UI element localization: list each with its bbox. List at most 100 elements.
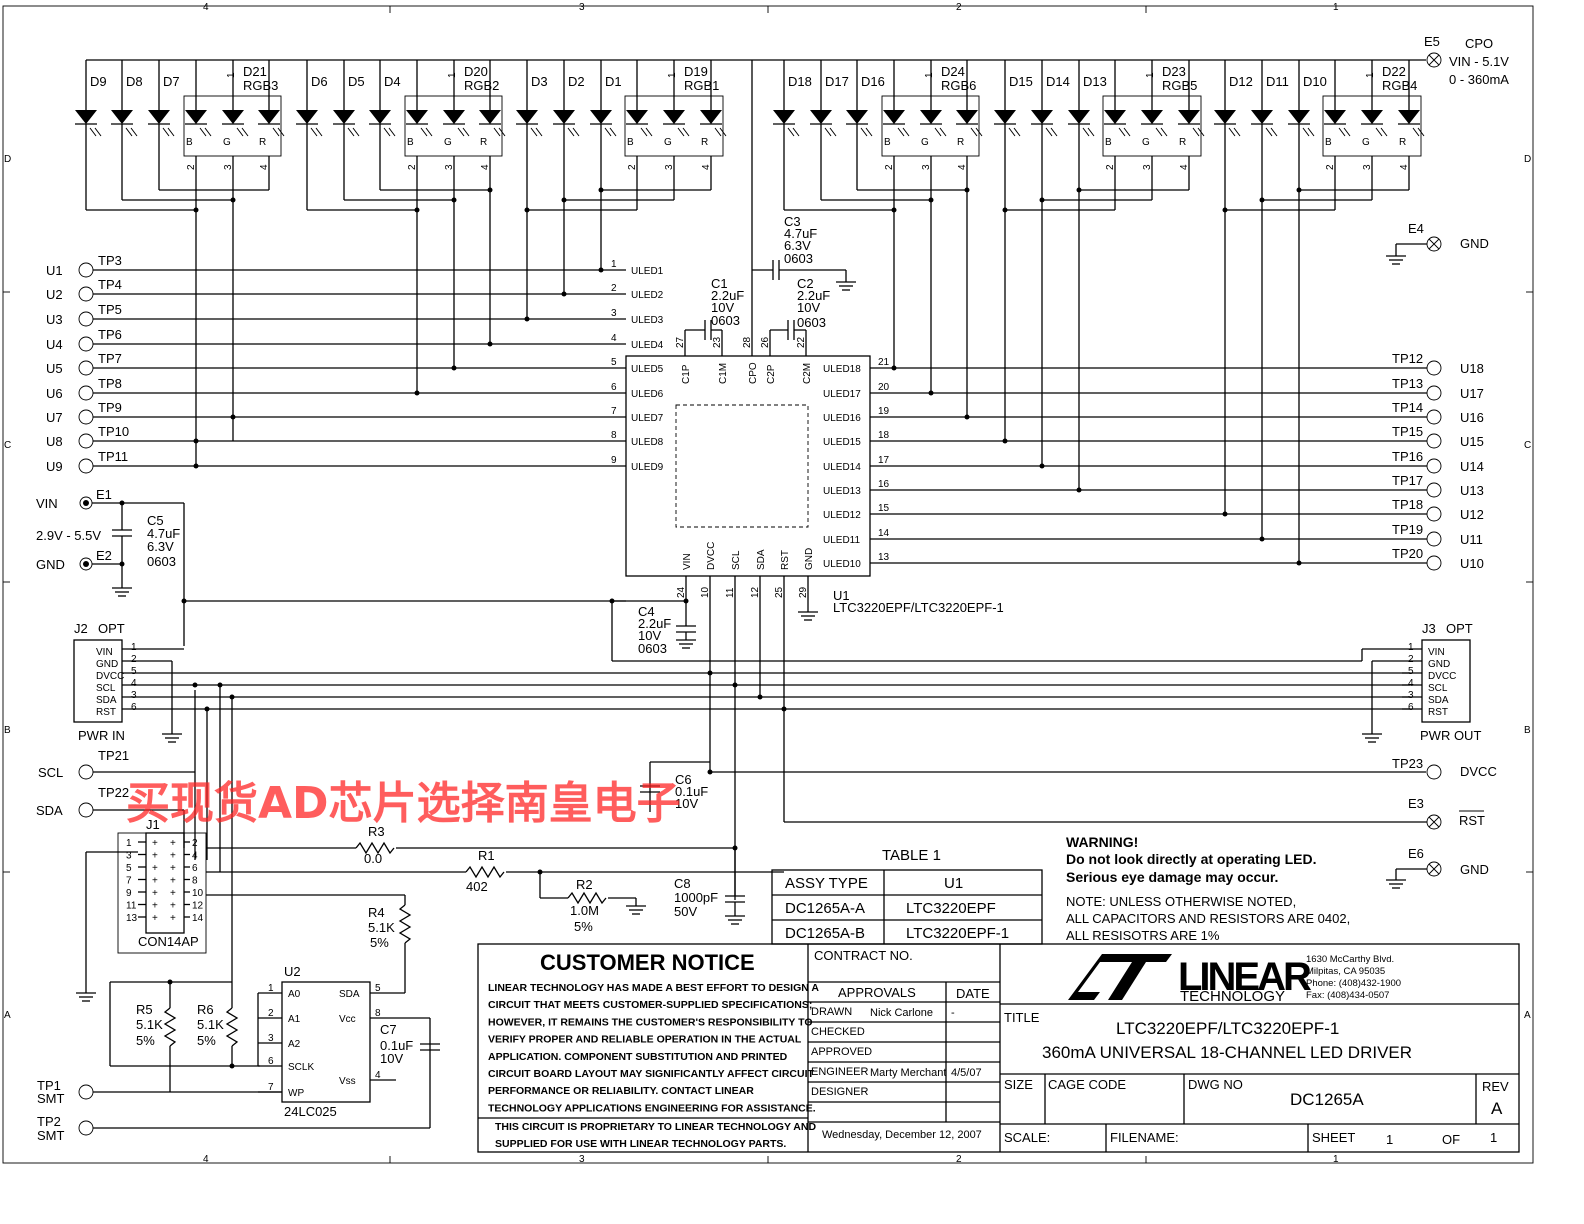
- j3-ref: J3: [1422, 621, 1436, 636]
- zone-right-c: C: [1524, 440, 1531, 451]
- u1-gnd: [798, 576, 818, 621]
- led-triangle: [883, 110, 905, 124]
- j1-right-pin-number: 4: [192, 851, 198, 862]
- zone-top-1: 1: [1333, 2, 1339, 13]
- led-arrows: [824, 127, 837, 137]
- r3-value: 0.0: [364, 851, 382, 866]
- led-triangle: [479, 110, 501, 124]
- j3-opt: OPT: [1446, 621, 1473, 636]
- r6-value: 5.1K: [197, 1017, 224, 1032]
- c6-ref: C6: [675, 772, 692, 787]
- c2-ref: C2: [797, 276, 814, 291]
- led-arrows: [714, 127, 727, 137]
- ic-top-pin-name: C2M: [802, 363, 813, 384]
- led-ref-label: D8: [126, 74, 143, 89]
- c3-package: 0603: [784, 251, 813, 266]
- rgb-led-D21-R: [258, 60, 285, 137]
- warning-line1: Do not look directly at operating LED.: [1066, 851, 1316, 867]
- ic-bottom-pin-name: DVCC: [706, 542, 717, 570]
- ic-bottom-pin-name: VIN: [682, 553, 693, 570]
- j1-right-pin-number: 10: [192, 888, 204, 899]
- led-arrows: [604, 127, 617, 137]
- test-point-tp-label: TP18: [1392, 497, 1423, 512]
- rgb-pin-number: 1: [226, 72, 237, 78]
- rgb-pin-label: B: [1325, 137, 1332, 148]
- led-D14: [1031, 60, 1058, 137]
- led-arrows: [640, 127, 653, 137]
- c5-value: 4.7uF: [147, 526, 180, 541]
- ic-top-pin-number: 28: [742, 336, 753, 348]
- scl-sda-inputs: [78, 690, 196, 860]
- test-point-u-label: U18: [1460, 361, 1484, 376]
- u2-part: 24LC025: [284, 1104, 337, 1119]
- u2-left-pin-number: 3: [268, 1033, 274, 1044]
- dwg-no-label: DWG NO: [1188, 1077, 1243, 1092]
- led-arrows: [1265, 127, 1278, 137]
- zone-left-d: D: [4, 154, 11, 165]
- rgb-pin-label: G: [223, 137, 231, 148]
- r5-r6-resistors: [109, 895, 440, 1128]
- r2-tol: 5%: [574, 919, 593, 934]
- table1-row0-col0: DC1265A-A: [785, 900, 865, 917]
- ic-bottom-pin-name: RST: [780, 550, 791, 570]
- c3-capacitor: [752, 260, 856, 291]
- ic-bottom-pin-number: 29: [798, 586, 809, 598]
- r1-ref: R1: [478, 848, 495, 863]
- j1-plus-mark: +: [152, 876, 158, 887]
- rgb-led-D19-B: [626, 60, 653, 137]
- rgb-pin-number: 2: [1325, 164, 1336, 170]
- led-triangle: [1288, 110, 1310, 124]
- led-arrows: [383, 127, 396, 137]
- c6-value: 0.1uF: [675, 784, 708, 799]
- junction-dot: [1076, 187, 1082, 193]
- rgb-pin-number: 2: [627, 164, 638, 170]
- rev-value: A: [1491, 1099, 1503, 1118]
- scl-label: SCL: [38, 765, 63, 780]
- test-point-u-label: U14: [1460, 459, 1484, 474]
- ic-right-pin-number: 16: [878, 479, 890, 490]
- led-triangle: [1214, 110, 1236, 124]
- led-triangle: [1361, 110, 1383, 124]
- e6-gnd-label: GND: [1460, 862, 1489, 877]
- led-D10: [1288, 60, 1315, 137]
- ic-left-pin-name: ULED5: [631, 364, 664, 375]
- led-arrows: [347, 127, 360, 137]
- e5-ref: E5: [1424, 34, 1440, 49]
- j1-part: CON14AP: [138, 934, 199, 949]
- table1-header-0: ASSY TYPE: [785, 875, 868, 892]
- led-D3: [516, 60, 543, 137]
- ic-top-pin-number: 23: [712, 336, 723, 348]
- title-line1: LTC3220EPF/LTC3220EPF-1: [1116, 1019, 1339, 1038]
- notice-prop1: THIS CIRCUIT IS PROPRIETARY TO LINEAR TE…: [495, 1121, 816, 1133]
- engineer-name: Marty Merchant: [870, 1067, 946, 1079]
- r2-ref: R2: [576, 877, 593, 892]
- test-point-u-label: U8: [46, 434, 63, 449]
- drawn-label: DRAWN: [811, 1006, 852, 1018]
- c5-package: 0603: [147, 554, 176, 569]
- test-point-u-label: U17: [1460, 386, 1484, 401]
- u2-right-pin-number: 4: [375, 1070, 381, 1081]
- test-point-circle: [78, 433, 94, 449]
- tp23-label: TP23: [1392, 756, 1423, 771]
- led-arrows: [1412, 127, 1425, 137]
- cage-code-label: CAGE CODE: [1048, 1077, 1126, 1092]
- ic-left-pin-number: 1: [611, 259, 617, 270]
- led-D9: [75, 60, 102, 137]
- led-triangle: [994, 110, 1016, 124]
- j2-connector: [73, 639, 123, 723]
- test-point-circle: [78, 286, 94, 302]
- c4-voltage: 10V: [638, 628, 661, 643]
- ic-top-pin-number: 26: [760, 336, 771, 348]
- zone-left-c: C: [4, 440, 11, 451]
- approved-label: APPROVED: [811, 1046, 872, 1058]
- j3-pin-name: DVCC: [1428, 671, 1456, 682]
- led-triangle: [1031, 110, 1053, 124]
- led-triangle: [920, 110, 942, 124]
- c8-voltage: 50V: [674, 904, 697, 919]
- junction-dot: [217, 682, 223, 688]
- dvcc-label: DVCC: [1460, 764, 1497, 779]
- notice-title: CUSTOMER NOTICE: [540, 950, 755, 975]
- test-point-circle: [1426, 433, 1442, 449]
- ic-left-pin-number: 5: [611, 357, 617, 368]
- led-triangle: [553, 110, 575, 124]
